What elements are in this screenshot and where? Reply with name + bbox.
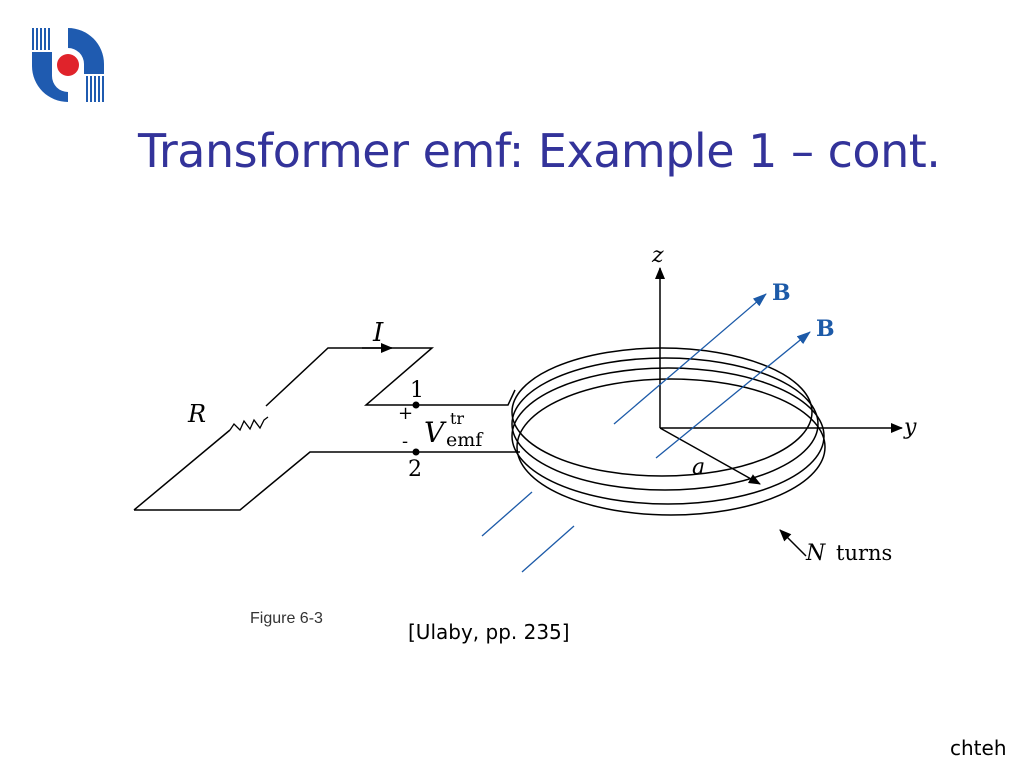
terminal-1-dot bbox=[412, 401, 420, 409]
slide-title: Transformer emf: Example 1 – cont. bbox=[138, 124, 941, 178]
voltage-superscript: tr bbox=[450, 409, 464, 428]
terminal-1-label: 1 bbox=[410, 378, 424, 403]
plus-sign: + bbox=[398, 403, 413, 424]
minus-sign: - bbox=[402, 431, 408, 452]
y-axis-label: y bbox=[903, 415, 917, 440]
university-logo-icon bbox=[32, 28, 104, 102]
field-label-2: B bbox=[816, 316, 835, 342]
field-line-1 bbox=[613, 293, 767, 425]
coil bbox=[511, 347, 826, 516]
field-line-2 bbox=[655, 331, 811, 459]
wire-lower bbox=[134, 451, 416, 511]
z-axis-label: z bbox=[651, 243, 664, 268]
field-label-1: B bbox=[772, 280, 791, 306]
field-line-3 bbox=[481, 491, 533, 537]
turns-n-label: N bbox=[805, 541, 826, 566]
circuit bbox=[133, 347, 520, 511]
terminal-2-label: 2 bbox=[408, 457, 422, 482]
citation: [Ulaby, pp. 235] bbox=[408, 620, 570, 644]
resistor-zigzag bbox=[229, 416, 269, 432]
current-label: I bbox=[372, 318, 384, 348]
voltage-symbol: V bbox=[424, 416, 447, 449]
wire-left-lower bbox=[133, 429, 231, 511]
figure-caption: Figure 6-3 bbox=[250, 610, 323, 627]
field-line-4 bbox=[521, 525, 575, 573]
radius-arrow bbox=[659, 427, 761, 485]
field-lines bbox=[481, 293, 811, 573]
author-footer: chteh bbox=[950, 736, 1007, 760]
voltage-subscript: emf bbox=[446, 429, 484, 451]
resistor-label: R bbox=[187, 400, 206, 428]
wire-to-coil-upper bbox=[416, 389, 516, 406]
wire-top bbox=[265, 347, 435, 407]
n-turns-arrow bbox=[779, 529, 807, 557]
radius-label: a bbox=[692, 455, 705, 480]
terminal-2-dot bbox=[412, 448, 420, 456]
turns-word-label: turns bbox=[836, 541, 892, 565]
